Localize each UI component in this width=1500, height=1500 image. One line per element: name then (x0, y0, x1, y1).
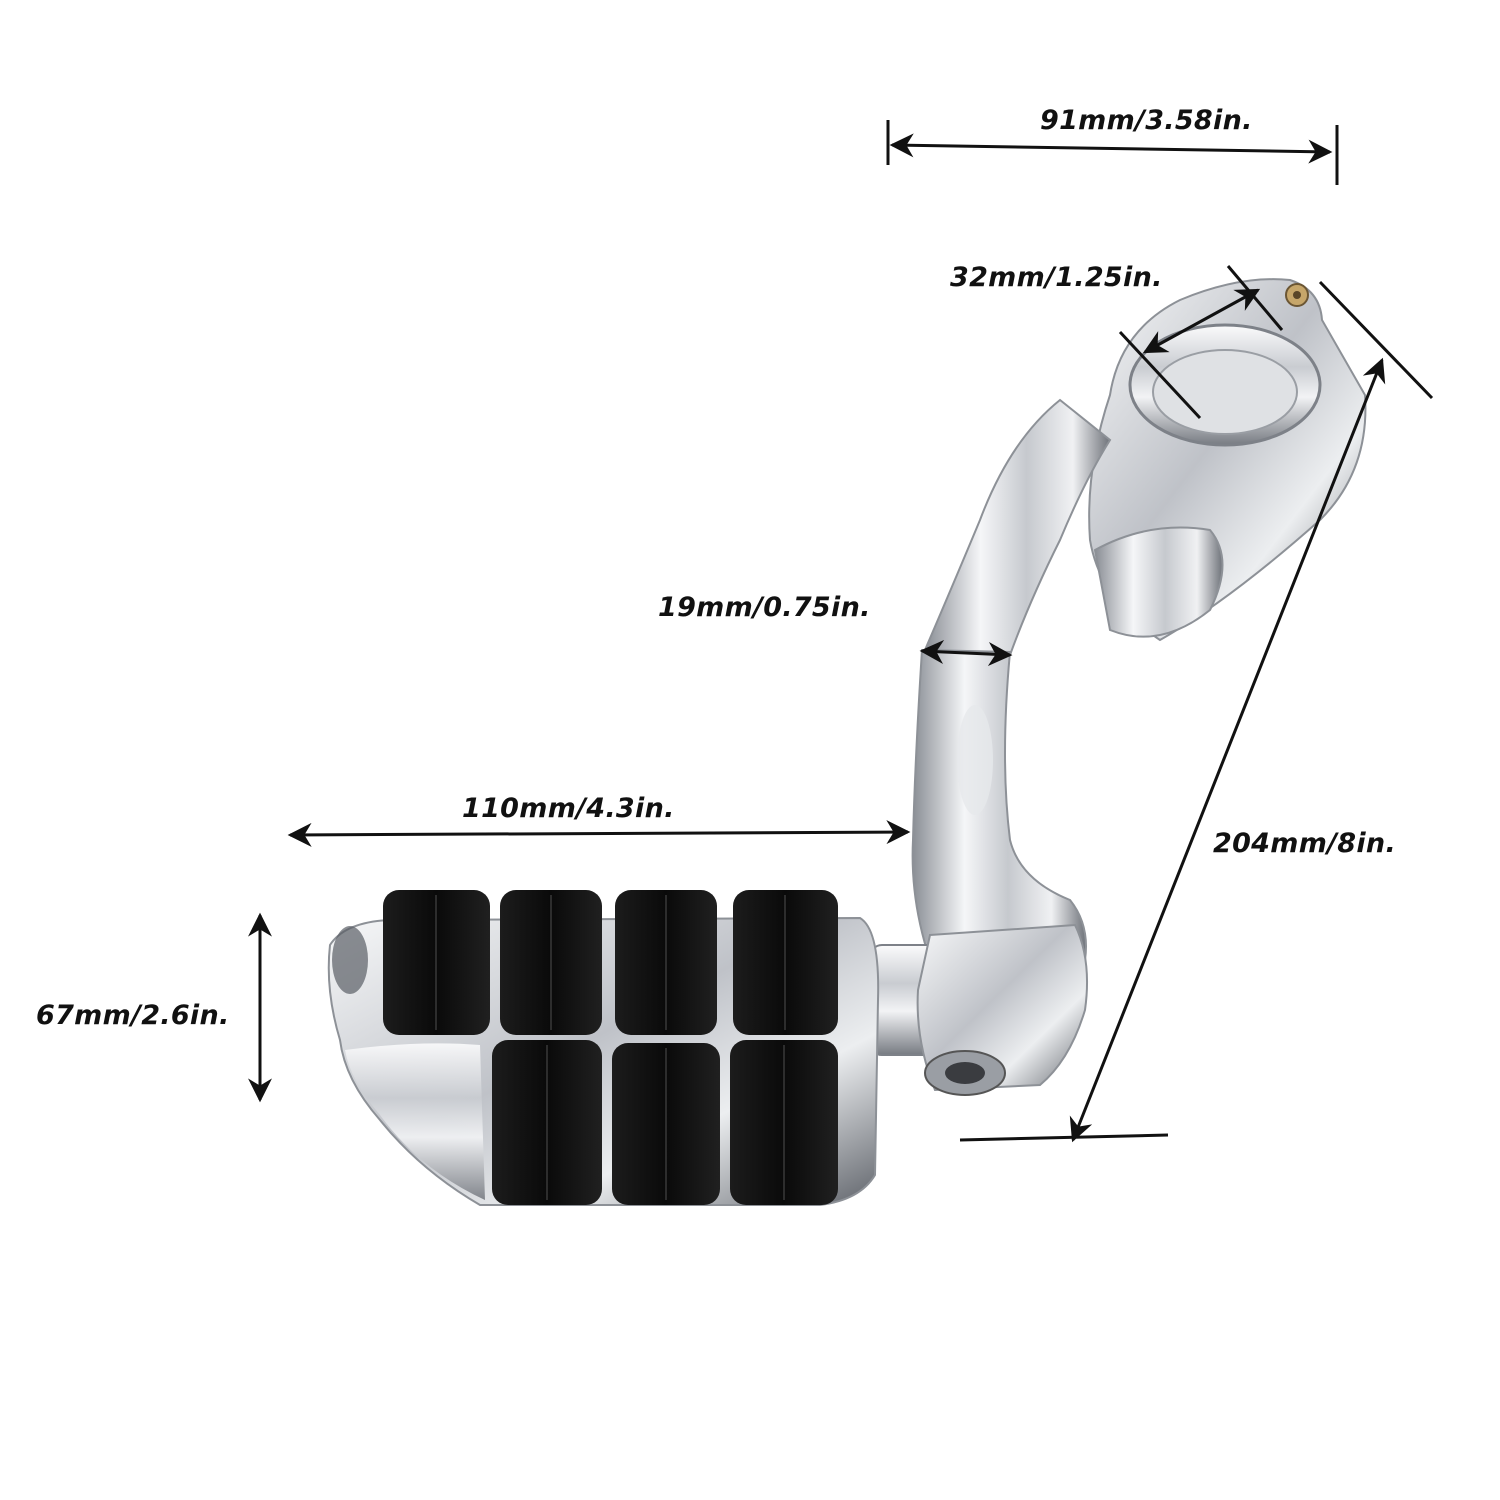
dim-clamp-bore-line (1142, 288, 1261, 354)
label-overall-height: 204mm/8in. (1213, 828, 1397, 859)
arm (911, 398, 1112, 961)
label-arm-thickness: 19mm/0.75in. (658, 592, 871, 623)
label-peg-length: 110mm/4.3in. (462, 793, 675, 824)
dim-peg-length-line (287, 820, 911, 847)
label-peg-width: 67mm/2.6in. (36, 1000, 230, 1031)
dim-overall-height-tick-bottom (959, 1133, 1169, 1142)
clamp-pointed-tip (1093, 526, 1224, 638)
arm-lower (911, 648, 1087, 961)
label-clamp-bore: 32mm/1.25in. (950, 262, 1163, 293)
arm-upper (923, 398, 1112, 657)
dim-overall-height-tick-top (1318, 280, 1434, 400)
dim-clamp-span-line (889, 133, 1333, 164)
dim-arm-thickness-line (919, 639, 1013, 667)
clamp (1088, 278, 1367, 642)
pivot-knuckle (869, 923, 1089, 1096)
label-clamp-span: 91mm/3.58in. (1040, 105, 1253, 136)
rubber-pads (383, 890, 838, 1205)
dimension-lines (248, 120, 1434, 1143)
dim-overall-height-line (1069, 357, 1386, 1143)
